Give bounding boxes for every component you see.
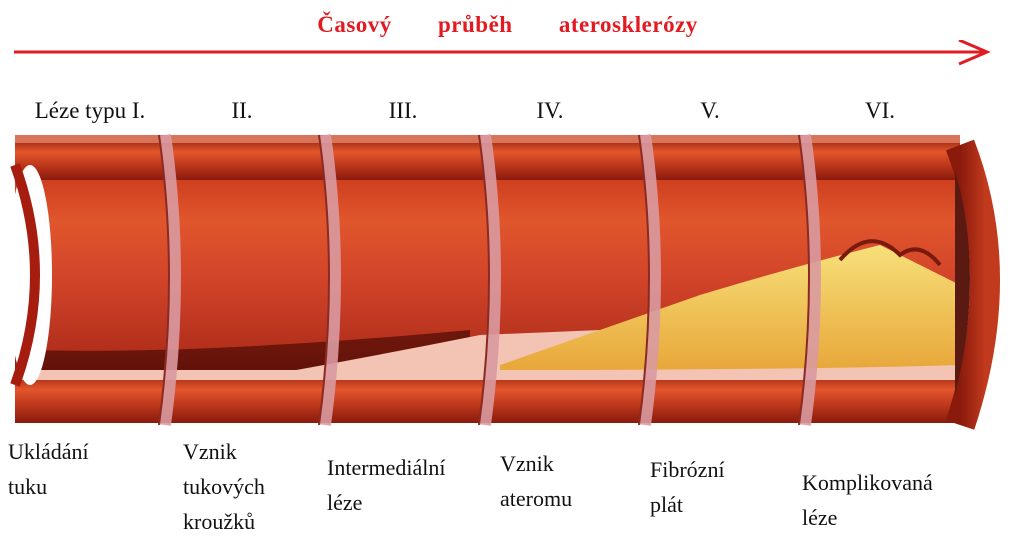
stage-3-desc-line-2: léze — [327, 485, 446, 520]
stage-4-label: IV. — [470, 98, 630, 124]
stage-4-description: Vznik ateromu — [500, 446, 572, 516]
stage-3-description: Intermediální léze — [327, 450, 446, 520]
stage-5-desc-line-2: plát — [650, 487, 725, 522]
stage-4-desc-line-2: ateromu — [500, 481, 572, 516]
stage-6-label: VI. — [800, 98, 960, 124]
stage-5-desc-line-1: Fibrózní — [650, 452, 725, 487]
stage-1-label: Léze typu I. — [10, 98, 170, 124]
stage-6-description: Komplikovaná léze — [802, 465, 933, 535]
stage-5-label: V. — [630, 98, 790, 124]
diagram-title: Časový průběh aterosklerózy — [0, 12, 1015, 38]
stage-3-desc-line-1: Intermediální — [327, 450, 446, 485]
stage-5-description: Fibrózní plát — [650, 452, 725, 522]
title-word-3: aterosklerózy — [559, 12, 698, 38]
stage-1-desc-line-1: Ukládání — [8, 434, 89, 469]
stage-1-description: Ukládání tuku — [8, 434, 89, 504]
title-word-2: průběh — [438, 12, 513, 38]
stage-2-label: II. — [162, 98, 322, 124]
stage-2-desc-line-1: Vznik — [183, 434, 265, 469]
stage-2-description: Vznik tukových kroužků — [183, 434, 265, 539]
stage-3-label: III. — [323, 98, 483, 124]
stage-1-desc-line-2: tuku — [8, 469, 89, 504]
title-word-1: Časový — [317, 12, 392, 38]
artery-illustration — [0, 125, 1015, 455]
time-arrow-icon — [14, 40, 994, 70]
stage-2-desc-line-3: kroužků — [183, 504, 265, 539]
stage-6-desc-line-2: léze — [802, 500, 933, 535]
stage-4-desc-line-1: Vznik — [500, 446, 572, 481]
stage-6-desc-line-1: Komplikovaná — [802, 465, 933, 500]
stage-2-desc-line-2: tukových — [183, 469, 265, 504]
